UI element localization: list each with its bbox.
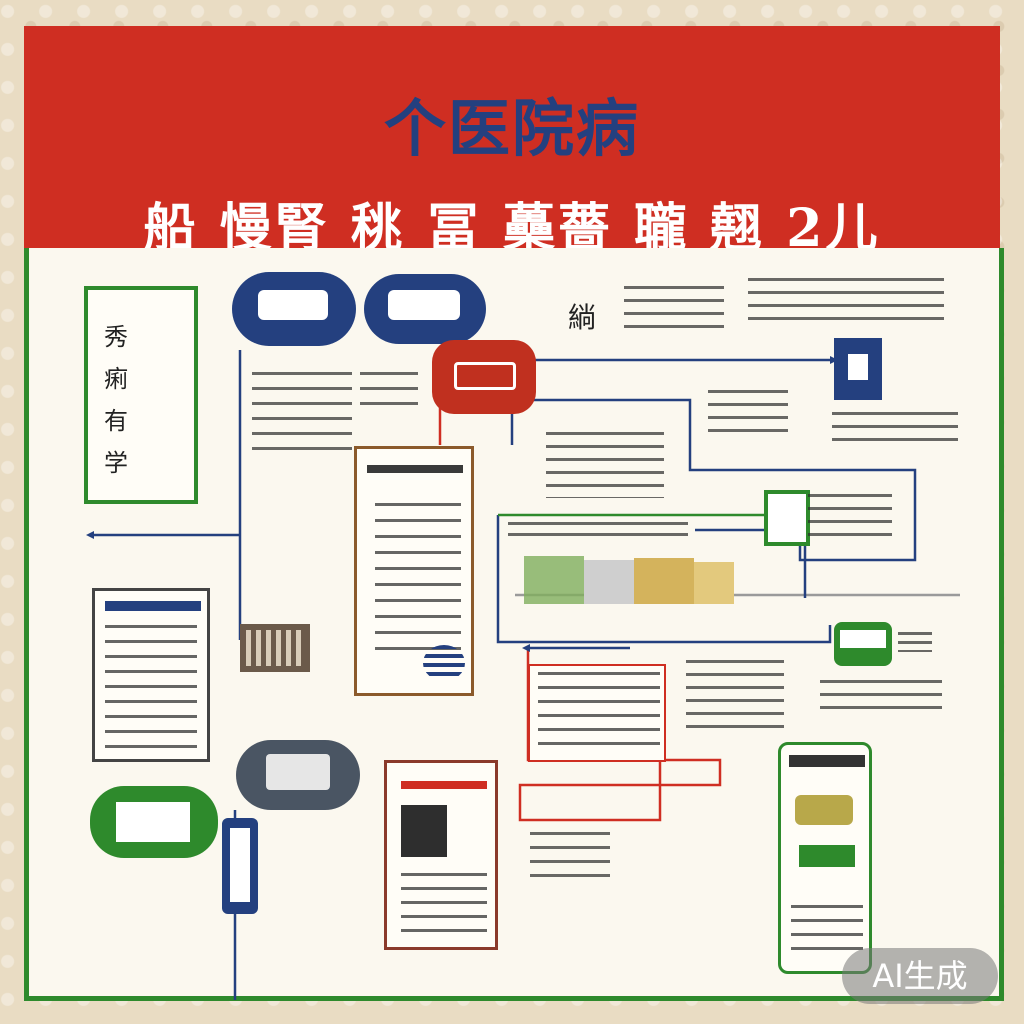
green-vehicle-icon (799, 845, 855, 867)
category-blocks (520, 556, 734, 606)
bus-icon-1 (232, 272, 356, 346)
olive-vehicle-icon (795, 795, 853, 825)
ambulance-icon (432, 340, 536, 414)
left-title-card: 秀 痢 有 学 (84, 286, 198, 504)
left-title-char-1: 秀 (104, 323, 128, 351)
green-bus-icon (834, 622, 892, 666)
text-block-10 (898, 632, 932, 652)
text-block-11 (820, 680, 942, 710)
ai-generated-watermark: AI生成 (842, 948, 998, 1004)
bottom-center-card (384, 760, 498, 950)
text-block-4 (748, 278, 944, 326)
left-title-char-2: 痢 (104, 365, 128, 393)
text-block-6 (708, 390, 788, 434)
handset-icon (222, 818, 258, 914)
left-doc-card (92, 588, 210, 762)
green-doc-icon (764, 490, 810, 546)
middle-list-card (528, 664, 666, 762)
text-block-1 (252, 372, 352, 452)
text-block-9 (508, 522, 688, 544)
text-block-5 (832, 412, 958, 442)
text-block-12 (686, 660, 784, 730)
bottom-right-card (778, 742, 872, 974)
header-banner: 个医院病 船 慢腎 䄻 冨 蘽薔 䏊 翹 2儿 (24, 26, 1000, 259)
green-phone-icon (90, 786, 218, 858)
label-mid-right: 緔 (568, 301, 597, 334)
left-title-char-4: 学 (104, 449, 128, 477)
center-info-card (354, 446, 474, 696)
left-title-char-3: 有 (104, 407, 128, 435)
text-block-2 (360, 372, 418, 412)
bus-icon-2 (364, 274, 486, 344)
text-block-8 (808, 494, 892, 538)
logo: 个医院病 (383, 92, 640, 165)
people-icon (401, 805, 447, 857)
gray-vehicle-icon (236, 740, 360, 810)
text-block-7 (546, 432, 664, 498)
text-block-3 (624, 286, 724, 338)
building-icon (240, 624, 310, 672)
stack-icon (423, 645, 465, 681)
blue-bus-square-icon (834, 338, 882, 400)
text-block-13 (530, 832, 610, 884)
